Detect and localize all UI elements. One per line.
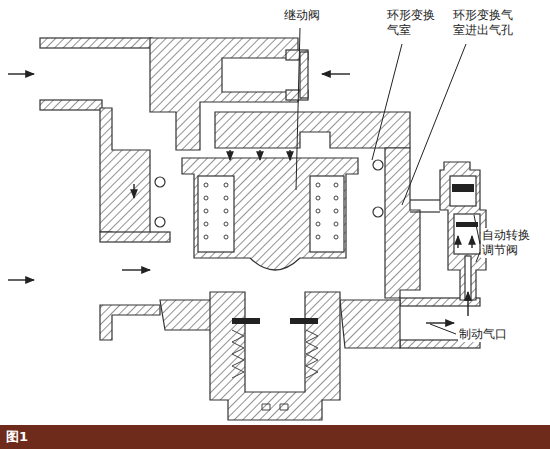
leader-line bbox=[402, 44, 466, 205]
exhaust-spring bbox=[232, 330, 318, 410]
leader-line bbox=[296, 28, 300, 190]
o-ring bbox=[373, 160, 383, 170]
auto-regulator-valve bbox=[456, 222, 478, 227]
relay-piston bbox=[310, 176, 344, 252]
piston-spring bbox=[316, 209, 320, 213]
air-passage bbox=[410, 199, 440, 200]
flow-arrow bbox=[122, 269, 150, 270]
flow-arrow bbox=[322, 73, 350, 74]
leader-line bbox=[296, 28, 480, 334]
piston-spring bbox=[224, 209, 228, 213]
valve-housing bbox=[40, 100, 102, 110]
leader-line bbox=[430, 324, 456, 334]
auto-regulator-valve bbox=[440, 162, 486, 300]
piston-spring bbox=[224, 196, 228, 200]
piston-spring bbox=[204, 183, 338, 239]
relay-piston bbox=[182, 158, 358, 270]
valve-housing bbox=[215, 112, 410, 148]
callout-label: 环形变换 气室 bbox=[386, 8, 441, 38]
callout-label: 继动阀 bbox=[283, 8, 321, 23]
callout-label: 自动转换 调节阀 bbox=[481, 228, 536, 258]
valve-housing bbox=[100, 305, 160, 340]
callout-label: 环形变换气 室进出气孔 bbox=[452, 8, 519, 38]
exhaust-spring bbox=[232, 330, 244, 378]
piston-spring bbox=[334, 209, 338, 213]
o-ring bbox=[155, 160, 383, 227]
leader-line bbox=[476, 252, 480, 262]
flow-arrow bbox=[289, 150, 290, 160]
auto-regulator-valve bbox=[452, 184, 474, 192]
piston-spring bbox=[334, 222, 338, 226]
flow-arrow bbox=[259, 150, 260, 160]
air-passage bbox=[410, 200, 440, 212]
o-ring bbox=[155, 217, 165, 227]
valve-housing bbox=[340, 300, 400, 348]
piston-spring bbox=[316, 196, 320, 200]
valve-housing bbox=[160, 300, 212, 330]
air-passage bbox=[410, 211, 440, 212]
flow-arrow bbox=[133, 184, 134, 198]
flow-arrow bbox=[229, 150, 230, 160]
piston-spring bbox=[334, 183, 338, 187]
flow-arrow bbox=[471, 236, 472, 248]
flow-arrow bbox=[457, 236, 458, 248]
auto-regulator-valve bbox=[450, 176, 476, 206]
valve-housing bbox=[40, 38, 152, 48]
piston-spring bbox=[224, 183, 228, 187]
exhaust-spring bbox=[262, 404, 288, 410]
caption-band bbox=[0, 425, 550, 449]
exhaust-seal bbox=[232, 318, 260, 324]
piston-spring bbox=[224, 222, 228, 226]
valve-housing bbox=[100, 108, 150, 240]
piston-spring bbox=[224, 235, 228, 239]
valve-housing bbox=[210, 292, 340, 420]
leader-line bbox=[474, 215, 480, 244]
piston-spring bbox=[204, 196, 208, 200]
o-ring bbox=[373, 207, 383, 217]
flow-arrow bbox=[8, 279, 34, 280]
flow-arrow bbox=[8, 73, 34, 74]
relay-piston bbox=[198, 176, 234, 252]
piston-spring bbox=[204, 222, 208, 226]
relay-piston bbox=[182, 158, 358, 270]
piston-spring bbox=[316, 183, 320, 187]
piston-spring bbox=[334, 235, 338, 239]
auto-regulator-valve bbox=[440, 162, 486, 300]
valve-housing bbox=[300, 52, 308, 98]
figure-caption: 图1 bbox=[6, 428, 28, 446]
exhaust-seal bbox=[232, 318, 318, 324]
piston-spring bbox=[204, 183, 208, 187]
auto-regulator-valve bbox=[454, 214, 480, 254]
leader-line bbox=[372, 44, 402, 160]
o-ring bbox=[155, 177, 165, 187]
piston-spring bbox=[334, 196, 338, 200]
valve-housing bbox=[100, 232, 170, 242]
valve-housing bbox=[385, 148, 420, 298]
piston-spring bbox=[316, 235, 320, 239]
exhaust-spring bbox=[306, 330, 318, 378]
exhaust-seal bbox=[290, 318, 318, 324]
piston-spring bbox=[204, 209, 208, 213]
piston-spring bbox=[204, 235, 208, 239]
piston-spring bbox=[316, 222, 320, 226]
flow-arrow bbox=[426, 322, 454, 323]
valve-housing bbox=[40, 38, 480, 420]
flow-arrow bbox=[8, 74, 472, 323]
callout-label: 制动气口 bbox=[458, 327, 508, 342]
flow-arrow bbox=[467, 292, 468, 316]
